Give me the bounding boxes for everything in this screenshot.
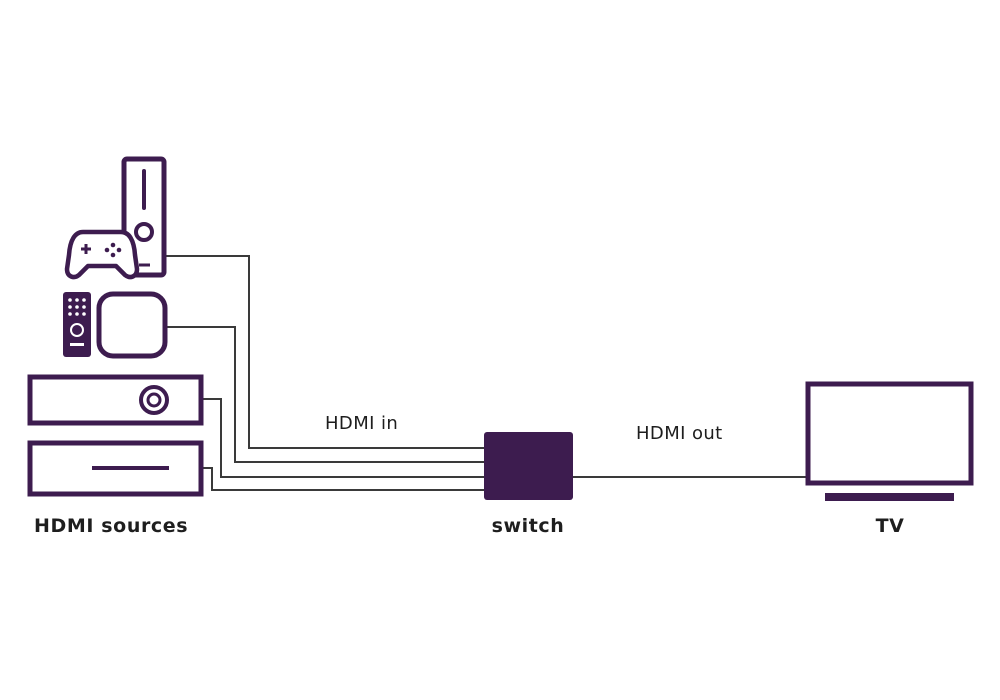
hdmi-sources-label: HDMI sources — [34, 515, 188, 537]
disc-player-icon — [27, 374, 204, 426]
cable-streaming-box-to-switch — [165, 326, 484, 463]
switch-label: switch — [492, 515, 565, 537]
hdmi-in-label: HDMI in — [325, 413, 398, 434]
tv-label: TV — [876, 515, 905, 537]
cable-receiver-to-switch — [202, 467, 484, 491]
gamepad-icon — [64, 229, 140, 280]
hdmi-out-label: HDMI out — [636, 423, 723, 444]
set-top-box-icon — [27, 440, 204, 497]
streaming-box-icon — [96, 291, 168, 359]
cable-disc-player-to-switch — [202, 398, 484, 478]
cables — [165, 255, 808, 491]
hdmi-switch-icon — [484, 432, 573, 500]
hdmi-sources-group — [27, 156, 204, 497]
remote-control-icon — [63, 292, 91, 357]
tv-icon — [805, 381, 974, 501]
cable-console-to-switch — [165, 255, 484, 449]
